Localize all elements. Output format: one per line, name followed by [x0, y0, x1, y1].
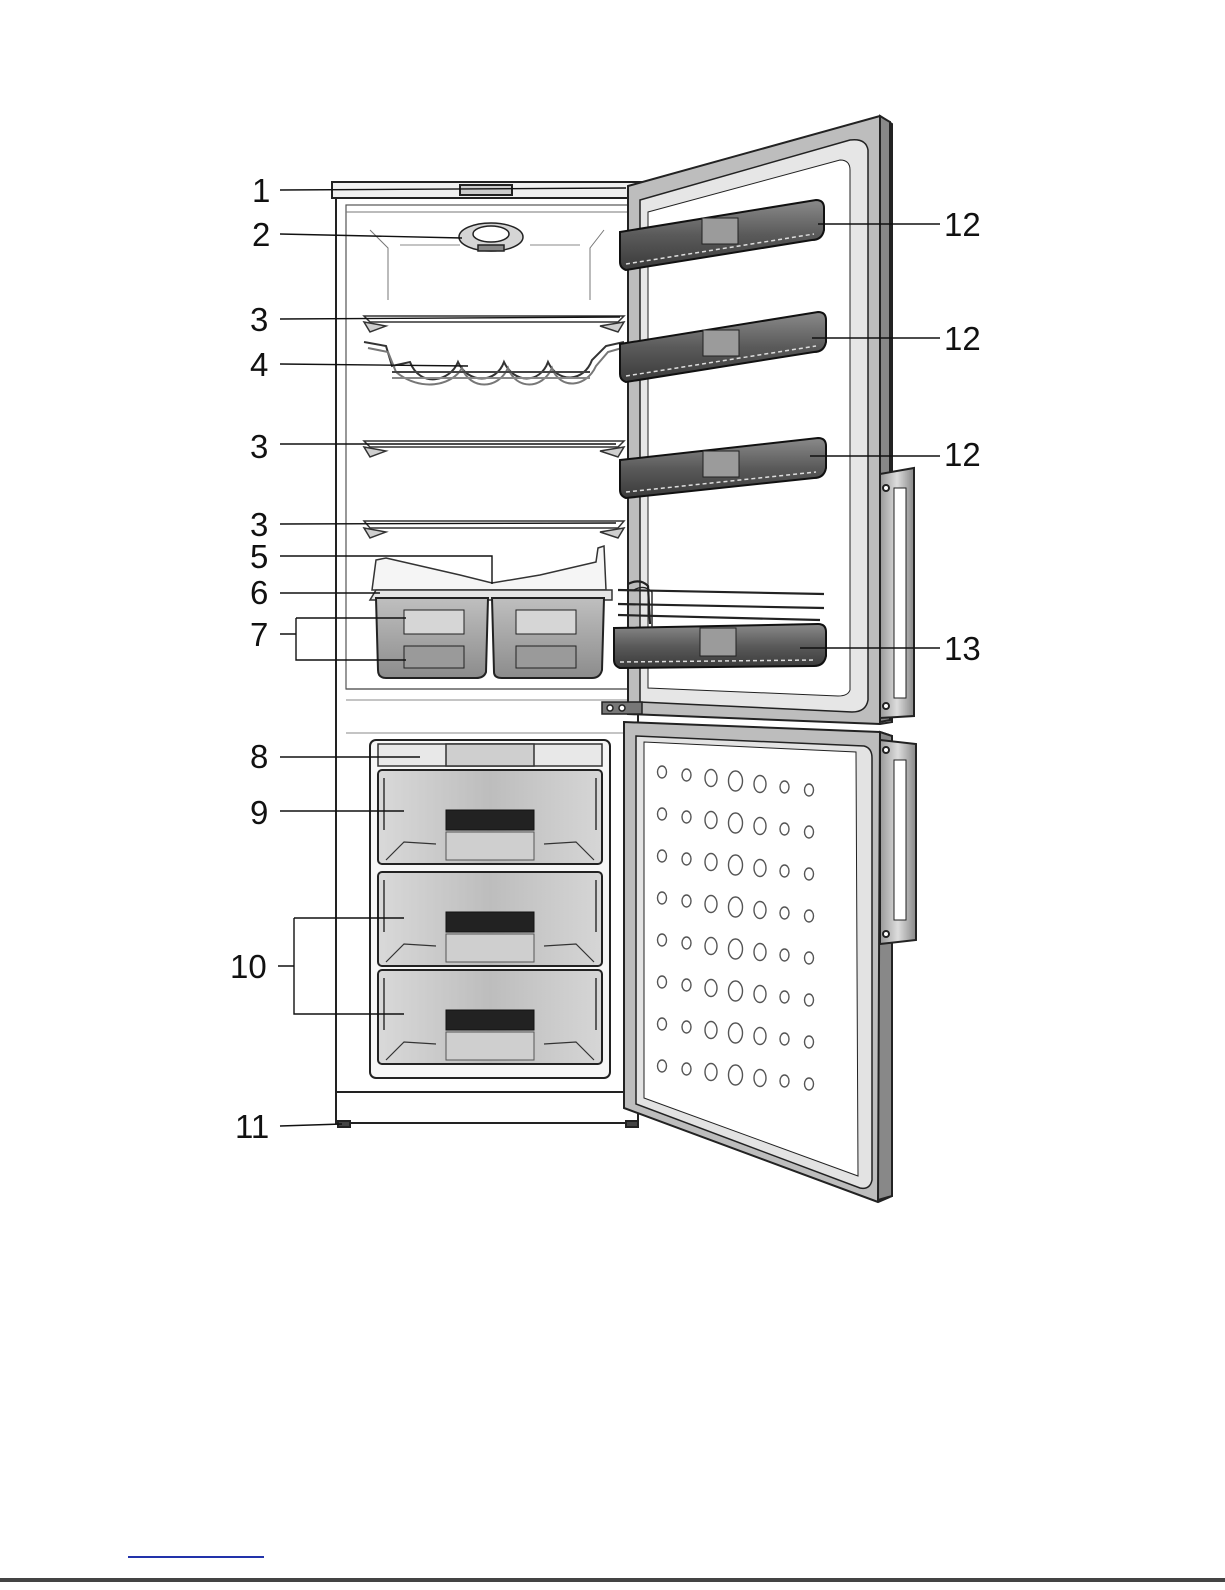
- dimple: [729, 1023, 743, 1043]
- callout-label: 9: [250, 794, 268, 831]
- middle-hinge: [602, 702, 642, 714]
- dimple: [729, 1065, 743, 1085]
- dimple: [754, 776, 766, 793]
- dimple: [705, 938, 717, 955]
- dimple: [780, 907, 789, 919]
- dimple: [729, 855, 743, 875]
- leader-3c: [280, 523, 616, 524]
- dimple: [658, 934, 667, 946]
- dimple: [682, 1063, 691, 1075]
- dimple: [658, 808, 667, 820]
- dimple: [780, 1033, 789, 1045]
- dimple: [805, 868, 814, 880]
- thermostat-light-housing: [459, 223, 523, 251]
- dimple: [682, 937, 691, 949]
- callout-label: 2: [252, 216, 270, 253]
- drawer-handle-slot: [446, 1010, 534, 1030]
- dimple: [729, 981, 743, 1001]
- callout-label: 5: [250, 538, 268, 575]
- freezer-flap: [378, 744, 602, 766]
- dimple: [658, 766, 667, 778]
- dimple: [682, 979, 691, 991]
- dimple: [705, 812, 717, 829]
- drawer-front: [446, 1032, 534, 1060]
- dimple: [805, 910, 814, 922]
- dimple: [705, 770, 717, 787]
- leader-11: [280, 1124, 342, 1126]
- dimple: [658, 1060, 667, 1072]
- dimple: [754, 818, 766, 835]
- dimple: [658, 892, 667, 904]
- callout-label: 13: [944, 630, 981, 667]
- dimple: [705, 1064, 717, 1081]
- dimple: [780, 823, 789, 835]
- dimple: [729, 813, 743, 833]
- dimple: [682, 769, 691, 781]
- dimple: [729, 897, 743, 917]
- callout-label: 12: [944, 206, 981, 243]
- dimple: [805, 1078, 814, 1090]
- dimple: [805, 784, 814, 796]
- callout-label: 10: [230, 948, 267, 985]
- callout-label: 3: [250, 428, 268, 465]
- freezer-drawer: [378, 872, 602, 966]
- callout-label: 3: [250, 301, 268, 338]
- dimple: [780, 949, 789, 961]
- door-shelf-tab: [703, 451, 739, 477]
- door-shelf-tab: [702, 218, 738, 244]
- drawer-handle-slot: [446, 810, 534, 830]
- freezer-drawer: [378, 970, 602, 1064]
- dimple: [682, 895, 691, 907]
- dimple: [780, 1075, 789, 1087]
- dimple: [705, 1022, 717, 1039]
- dimple: [754, 944, 766, 961]
- freezer-door: [624, 722, 916, 1202]
- callout-label: 1: [252, 172, 270, 209]
- freezer-drawers: [378, 770, 602, 1064]
- glass-shelf-3: [364, 521, 624, 528]
- door-shelf-tab: [703, 330, 739, 356]
- drawer-handle-slot: [446, 912, 534, 932]
- callout-label: 7: [250, 616, 268, 653]
- dimple: [705, 896, 717, 913]
- dimple: [705, 854, 717, 871]
- dimple: [780, 781, 789, 793]
- dimple: [658, 976, 667, 988]
- control-panel-display: [460, 185, 512, 195]
- callout-label: 4: [250, 346, 268, 383]
- dimple: [658, 850, 667, 862]
- dimple: [705, 980, 717, 997]
- dimple: [754, 986, 766, 1003]
- dimple: [729, 939, 743, 959]
- door-shelf-tab: [700, 628, 736, 656]
- dimple: [805, 826, 814, 838]
- drawer-front: [446, 832, 534, 860]
- drawer-front: [446, 934, 534, 962]
- door-shelf: [614, 624, 826, 668]
- dimple: [754, 860, 766, 877]
- callout-label: 8: [250, 738, 268, 775]
- dimple: [682, 811, 691, 823]
- dimple: [729, 771, 743, 791]
- callout-label: 12: [944, 320, 981, 357]
- dimple: [754, 902, 766, 919]
- callout-label: 6: [250, 574, 268, 611]
- dimple: [754, 1028, 766, 1045]
- dimple: [805, 994, 814, 1006]
- dimple: [658, 1018, 667, 1030]
- freezer-drawer: [378, 770, 602, 864]
- dimple: [780, 865, 789, 877]
- dimple: [754, 1070, 766, 1087]
- footer-rule: [0, 1556, 1225, 1582]
- callout-label: 11: [235, 1108, 269, 1145]
- dimple: [682, 1021, 691, 1033]
- dimple: [682, 853, 691, 865]
- adjustable-foot-right: [626, 1121, 638, 1127]
- callout-label: 12: [944, 436, 981, 473]
- dimple: [780, 991, 789, 1003]
- dimple: [805, 952, 814, 964]
- dimple: [805, 1036, 814, 1048]
